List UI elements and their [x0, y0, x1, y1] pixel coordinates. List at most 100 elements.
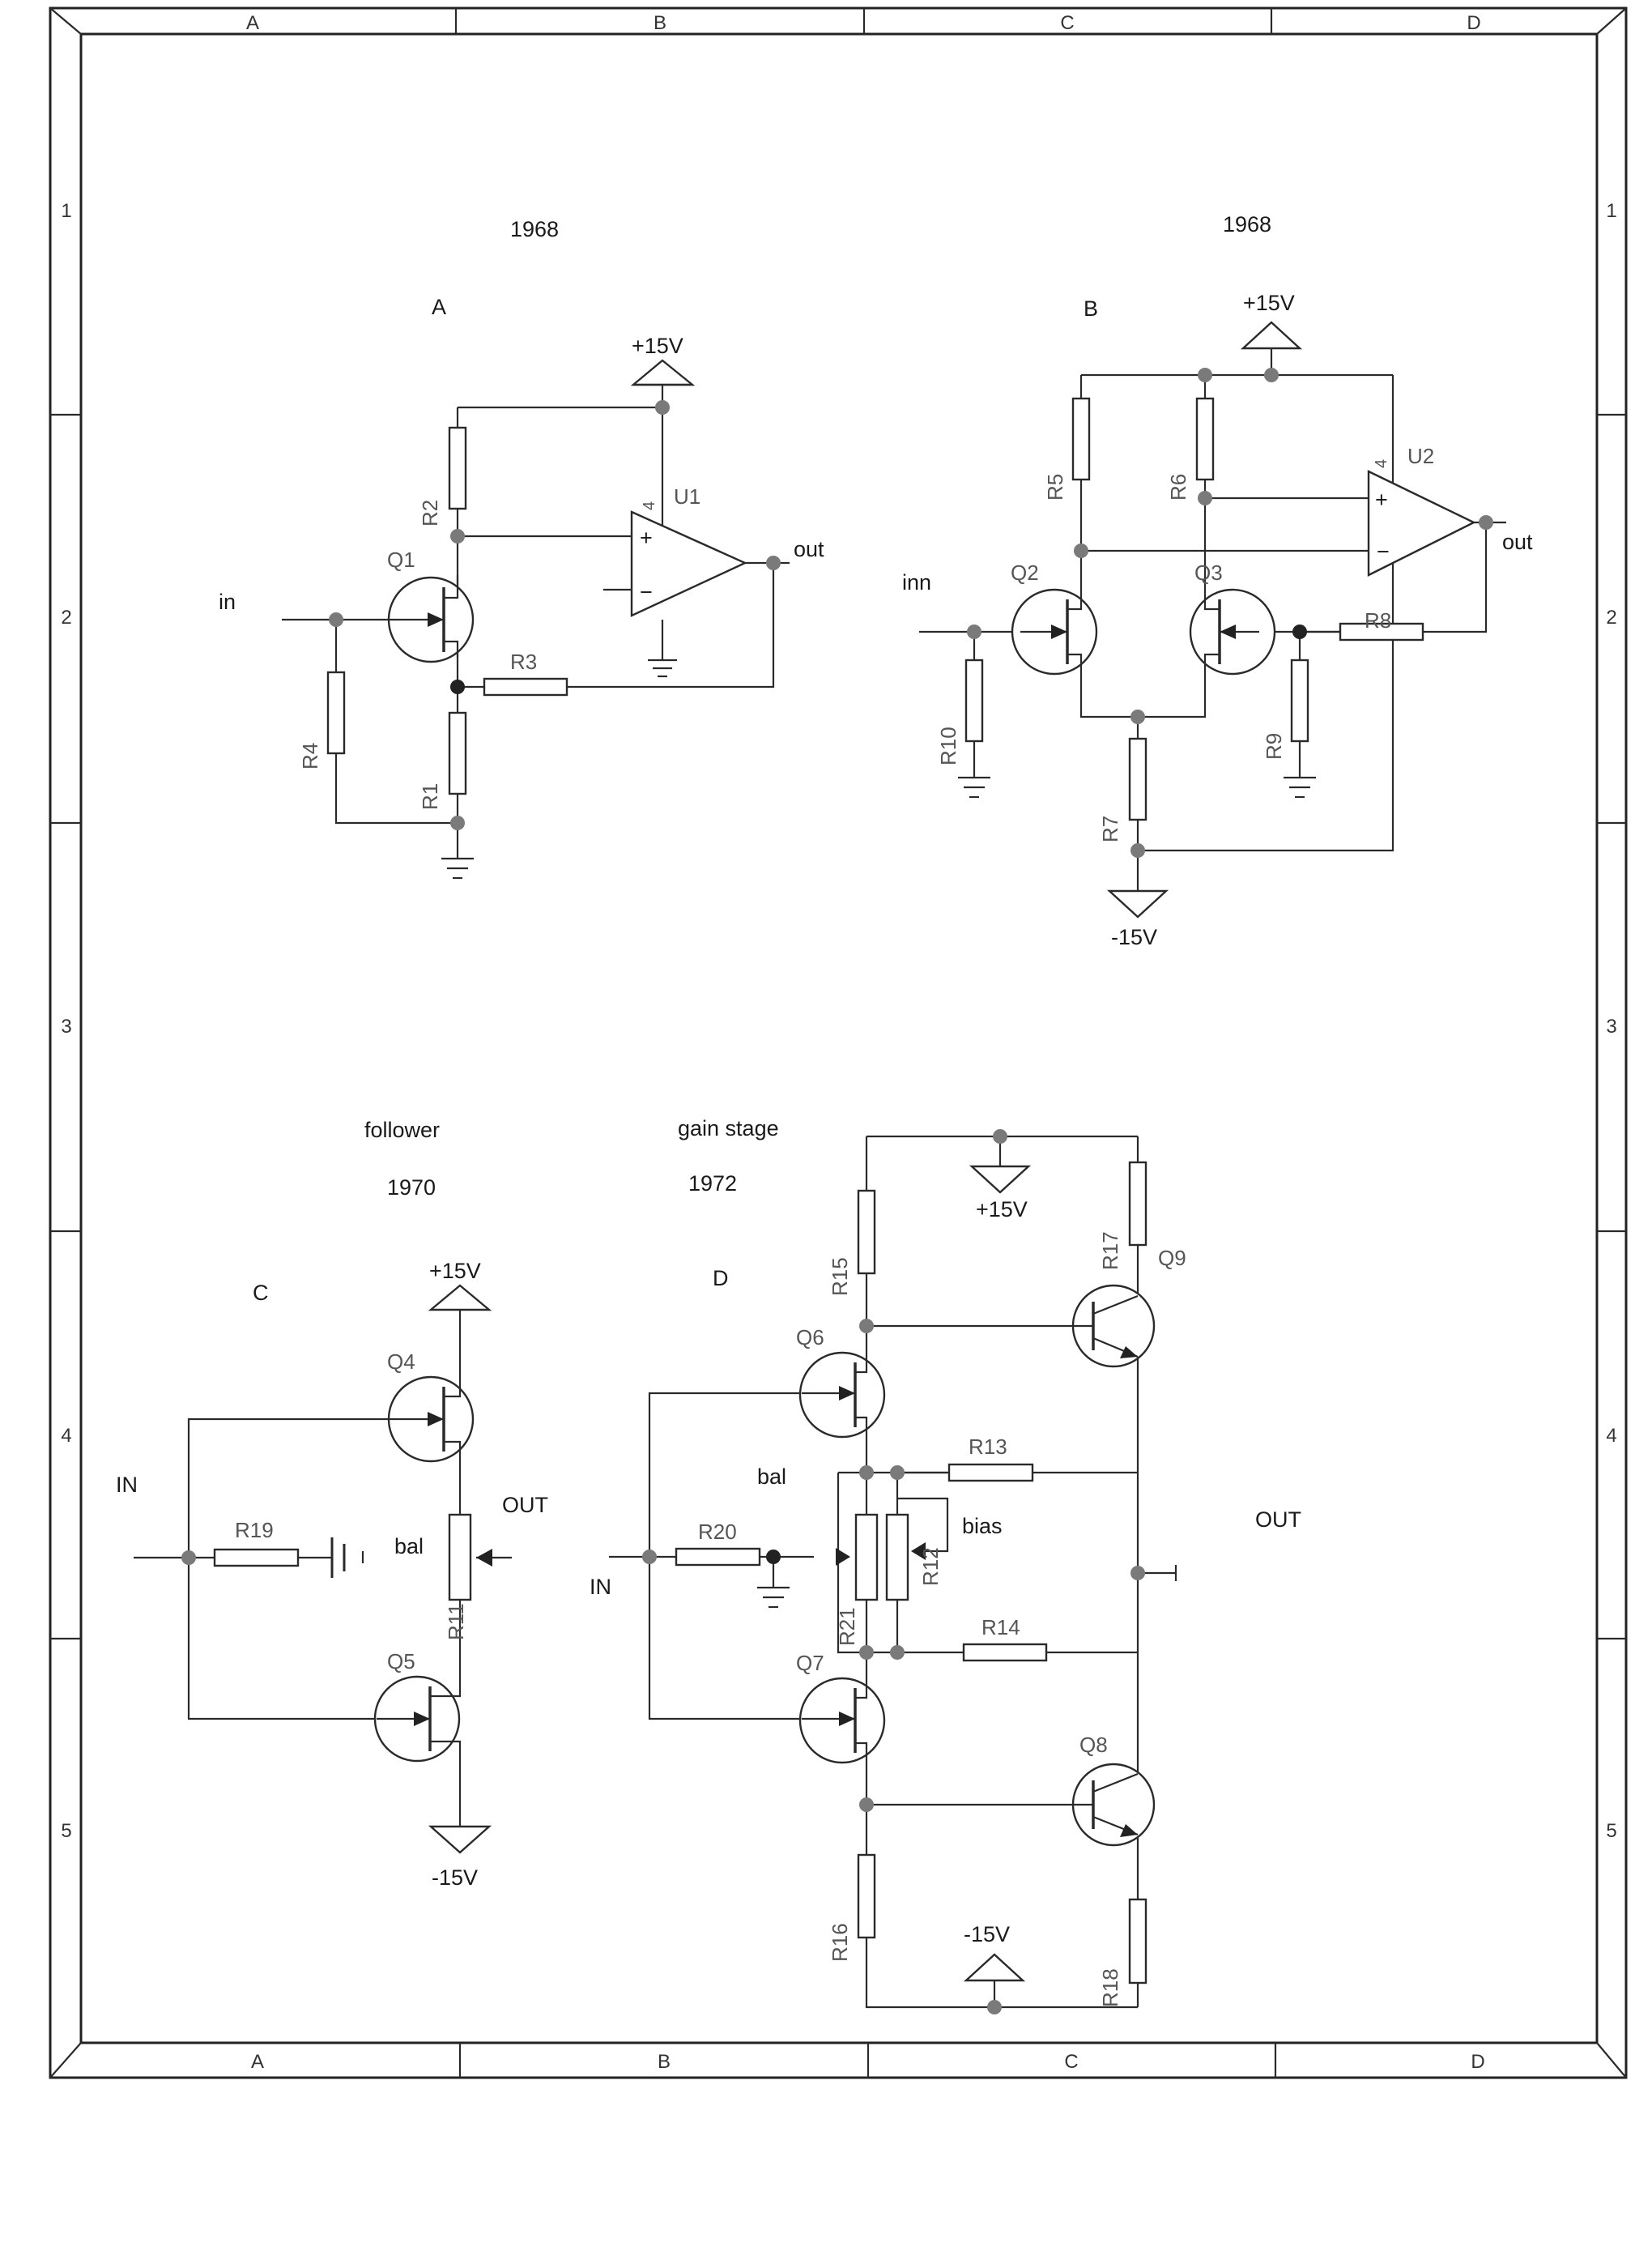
resistor-r18 — [1128, 1898, 1147, 1985]
supply-c-neg — [428, 1825, 492, 1854]
circuit-d-bal-label: bal — [757, 1464, 786, 1489]
potentiometer-r12-label: R12 — [918, 1547, 943, 1586]
bjt-q8-label: Q8 — [1079, 1733, 1108, 1757]
opamp-u1-minus: − — [640, 580, 653, 604]
jfet-q4-label: Q4 — [387, 1349, 415, 1374]
opamp-u2 — [1367, 470, 1476, 577]
col-label-d-top: D — [1467, 12, 1480, 34]
bjt-q8 — [1069, 1763, 1156, 1847]
supply-d-pos — [969, 1165, 1032, 1194]
resistor-r19 — [213, 1548, 300, 1567]
ground-b-left — [958, 776, 990, 799]
row-label-2-left: 2 — [61, 607, 71, 629]
row-label-3-left: 3 — [61, 1016, 71, 1038]
ground-a-opamp — [648, 659, 677, 678]
circuit-b-year: 1968 — [1223, 212, 1271, 237]
opamp-u2-minus: − — [1377, 539, 1390, 564]
resistor-r10-label: R10 — [936, 727, 960, 765]
battery-cell — [330, 1537, 364, 1578]
opamp-u2-plus: + — [1375, 488, 1388, 512]
resistor-r17 — [1128, 1161, 1147, 1247]
resistor-r8 — [1339, 622, 1424, 642]
circuit-a-input-label: in — [219, 590, 236, 614]
col-label-c-top: C — [1060, 12, 1074, 34]
resistor-r5-label: R5 — [1043, 474, 1067, 501]
circuit-c-supply-neg-label: -15V — [432, 1865, 478, 1890]
resistor-r17-label: R17 — [1098, 1231, 1122, 1270]
circuit-c-input-label: IN — [116, 1473, 138, 1497]
resistor-r5 — [1071, 397, 1091, 481]
jfet-q6 — [798, 1351, 886, 1439]
resistor-r20-label: R20 — [698, 1520, 737, 1544]
potentiometer-r11-label: R11 — [444, 1603, 468, 1640]
row-label-2-right: 2 — [1606, 607, 1616, 629]
circuit-c-bal-label: bal — [394, 1534, 424, 1558]
supply-a-pos — [630, 359, 696, 386]
jfet-q4 — [387, 1375, 475, 1463]
resistor-r19-label: R19 — [235, 1518, 274, 1542]
circuit-b-input-label: inn — [902, 570, 931, 595]
col-label-a-bottom: A — [251, 2051, 264, 2073]
resistor-r3-label: R3 — [510, 650, 537, 674]
resistor-r1 — [448, 711, 467, 795]
resistor-r13 — [947, 1463, 1034, 1482]
col-label-d-bottom: D — [1471, 2051, 1484, 2073]
row-label-1-right: 1 — [1606, 200, 1616, 222]
circuit-c-letter: C — [253, 1281, 269, 1305]
opamp-u1-label: U1 — [674, 484, 700, 509]
col-label-c-bottom: C — [1064, 2051, 1078, 2073]
resistor-r7 — [1128, 737, 1147, 821]
jfet-q1 — [336, 575, 475, 663]
circuit-b-supply-pos-label: +15V — [1243, 291, 1295, 315]
opamp-u1-pin: 4 — [641, 501, 658, 510]
resistor-r1-label: R1 — [418, 783, 442, 810]
resistor-r13-label: R13 — [969, 1435, 1007, 1459]
circuit-a-output-label: out — [794, 537, 824, 561]
circuit-a-letter: A — [432, 295, 446, 319]
jfet-q2-label: Q2 — [1011, 561, 1039, 585]
jfet-q5 — [373, 1675, 462, 1763]
resistor-r14-label: R14 — [981, 1615, 1020, 1639]
jfet-q3-label: Q3 — [1194, 561, 1223, 585]
supply-b-pos — [1240, 321, 1303, 350]
opamp-u1 — [615, 510, 747, 617]
ground-d — [757, 1586, 790, 1609]
jfet-q1-label: Q1 — [387, 548, 415, 572]
resistor-r2 — [448, 426, 467, 510]
row-label-5-right: 5 — [1606, 1820, 1616, 1842]
resistor-r7-label: R7 — [1098, 816, 1122, 842]
resistor-r9-label: R9 — [1262, 733, 1286, 760]
resistor-r2-label: R2 — [418, 500, 442, 526]
circuit-a-supply-label: +15V — [632, 334, 683, 358]
row-label-4-right: 4 — [1606, 1425, 1616, 1447]
resistor-r15-label: R15 — [828, 1257, 852, 1296]
resistor-r14 — [962, 1643, 1048, 1662]
circuit-b-letter: B — [1084, 296, 1098, 321]
opamp-u1-plus: + — [640, 526, 653, 550]
resistor-r16 — [857, 1853, 876, 1939]
circuit-d: gain stage 1972 D IN OUT bal bias +15V -… — [590, 1116, 1301, 2014]
bjt-q9-label: Q9 — [1158, 1246, 1186, 1270]
col-label-b-top: B — [654, 12, 666, 34]
potentiometer-r21-label: R21 — [835, 1607, 859, 1646]
circuit-c-title: follower — [364, 1118, 440, 1142]
circuit-d-bias-label: bias — [962, 1514, 1003, 1538]
drawing-frame — [49, 6, 1628, 2079]
circuit-b-supply-neg-label: -15V — [1111, 925, 1157, 949]
resistor-r18-label: R18 — [1098, 1968, 1122, 2007]
col-label-a-top: A — [246, 12, 259, 34]
circuit-d-input-label: IN — [590, 1575, 611, 1599]
jfet-q2 — [1011, 587, 1098, 676]
circuit-d-title: gain stage — [678, 1116, 779, 1140]
circuit-b: 1968 B inn out +15V -15V — [902, 212, 1533, 949]
jfet-q3 — [1189, 587, 1276, 676]
ground-a-main — [441, 857, 474, 880]
circuit-c-output-label: OUT — [502, 1493, 548, 1517]
resistor-r6 — [1195, 397, 1215, 481]
resistor-r9 — [1290, 659, 1309, 743]
potentiometer-r21 — [854, 1513, 879, 1601]
opamp-u2-label: U2 — [1407, 444, 1434, 468]
row-label-3-right: 3 — [1606, 1016, 1616, 1038]
resistor-r15 — [857, 1189, 876, 1275]
